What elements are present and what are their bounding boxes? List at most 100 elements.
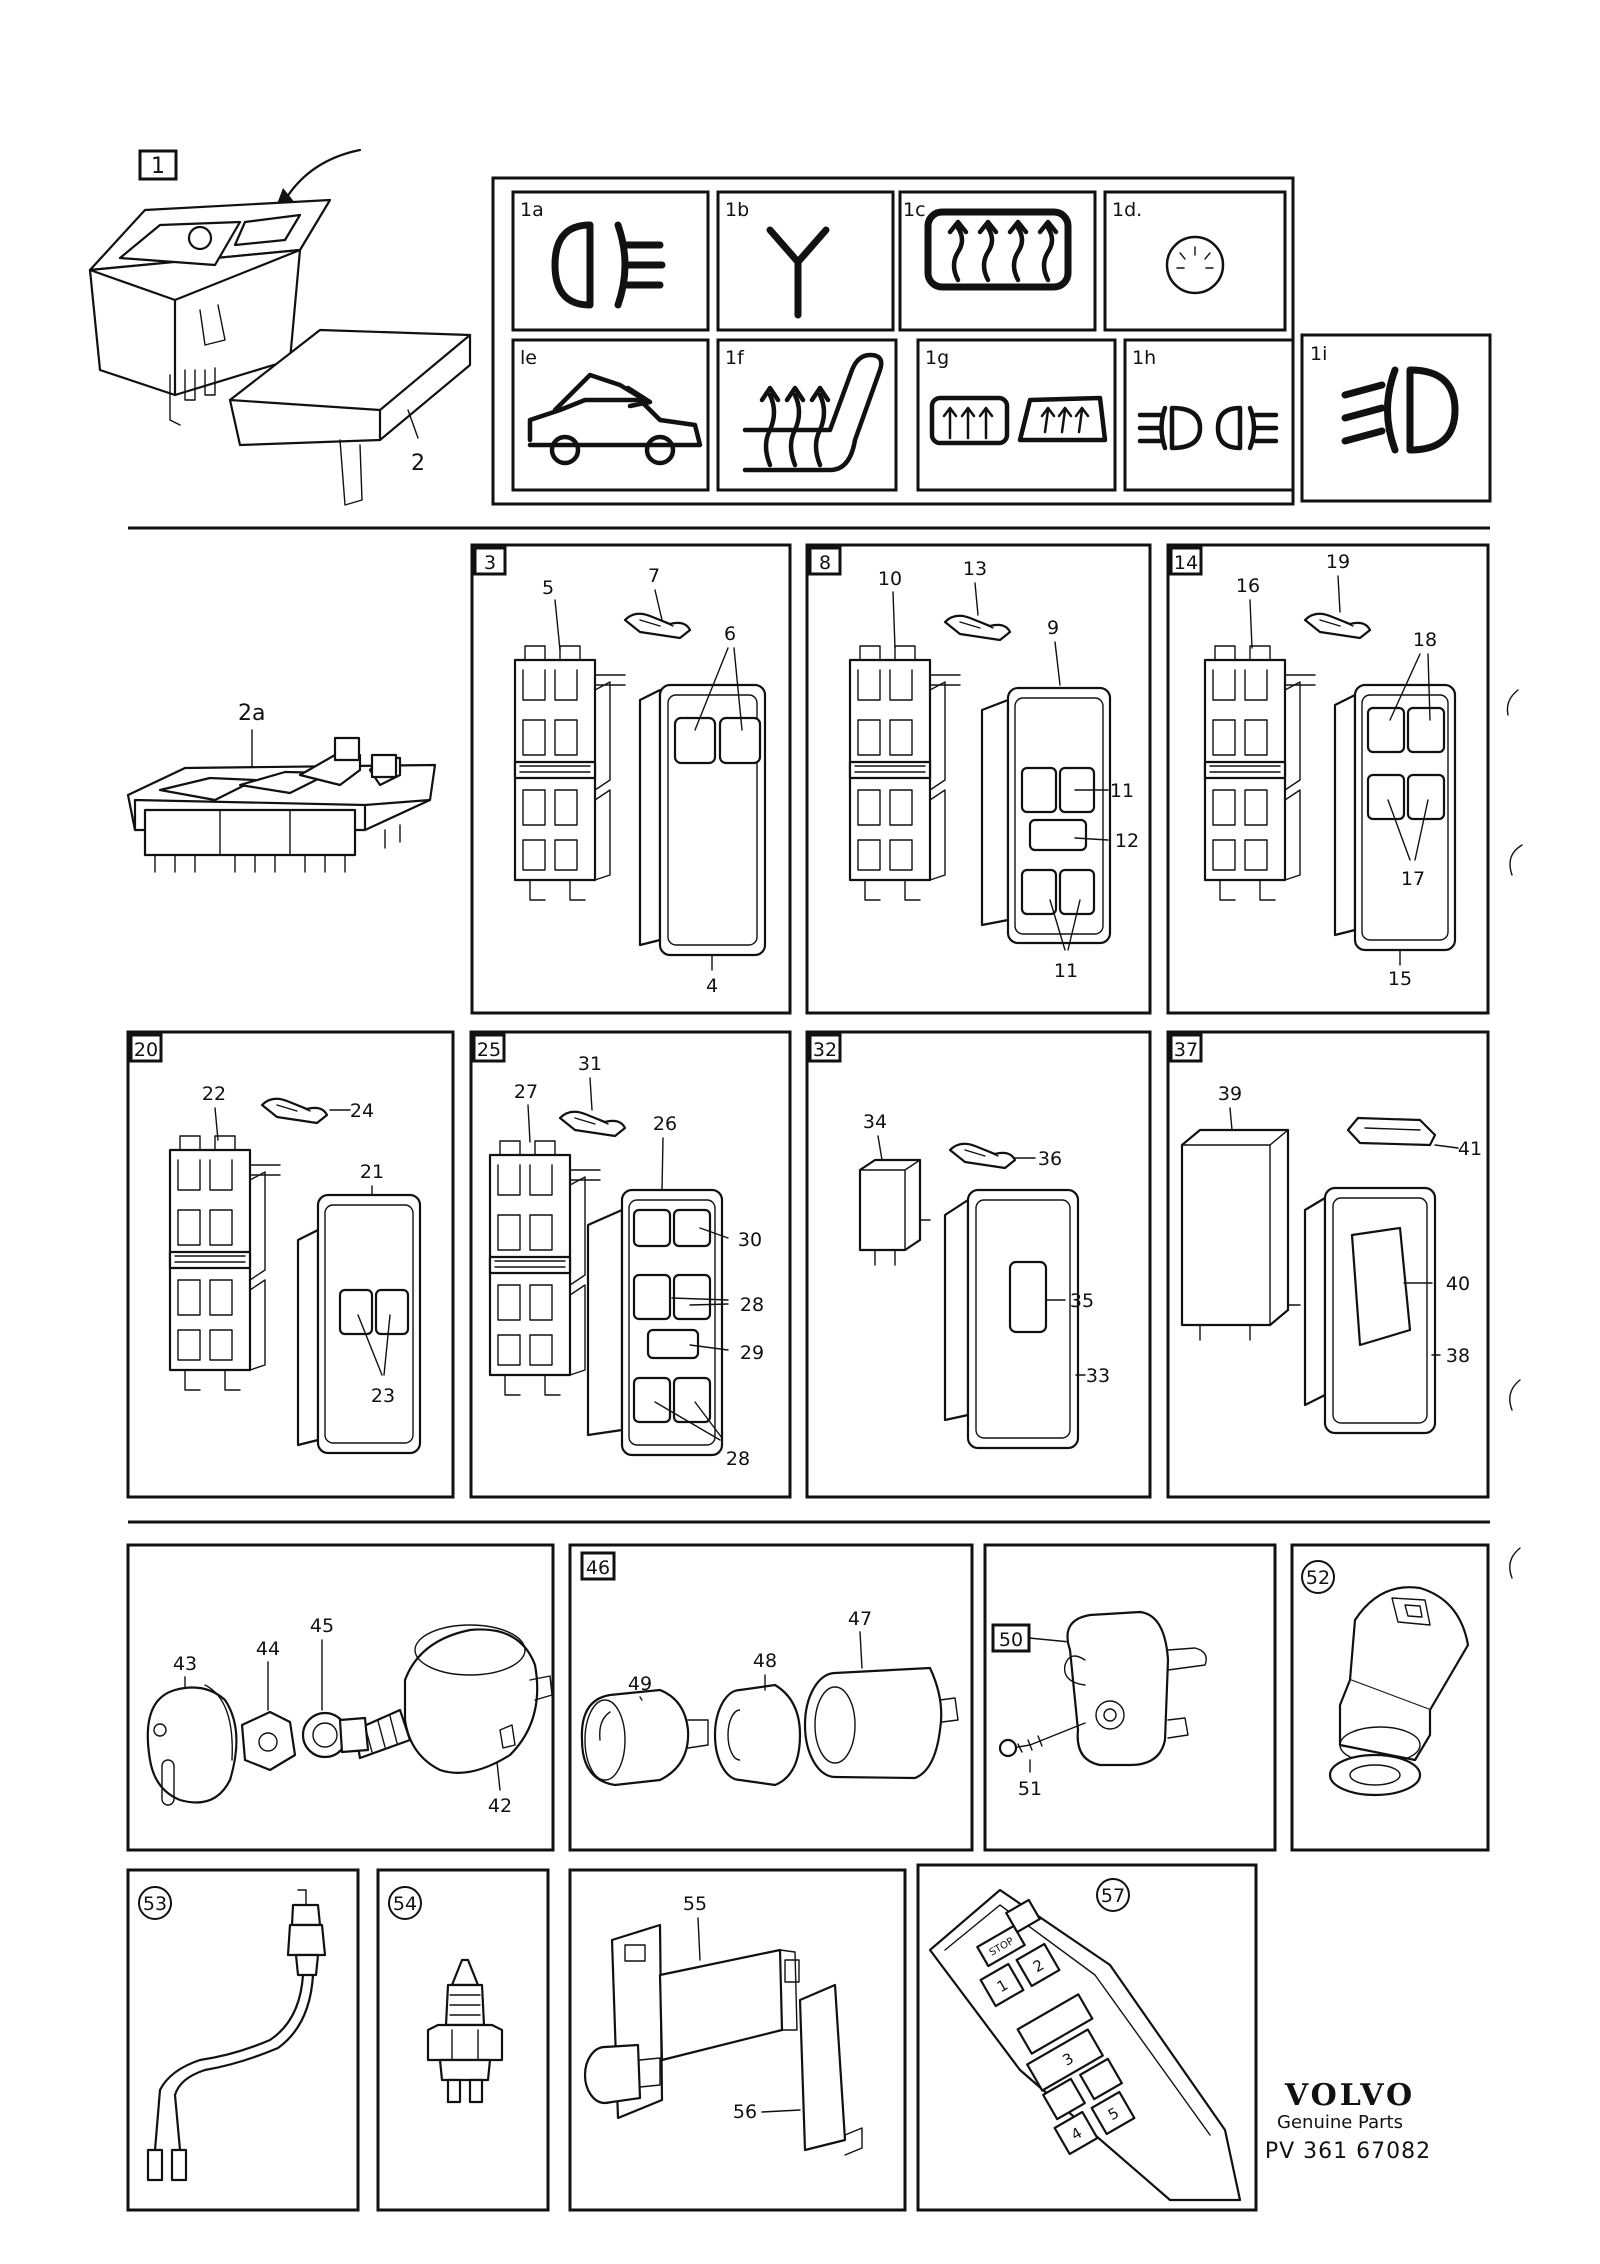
callout-1: 1 [151, 154, 165, 179]
callout-8: 8 [819, 552, 831, 574]
part-2-cover: 2 [228, 328, 472, 506]
panel-55-switch: 55 56 [568, 1868, 907, 2212]
callout-48: 48 [753, 1650, 777, 1672]
panel-54-frame [376, 1868, 550, 2212]
antenna-icon [766, 226, 830, 319]
callout-1h: 1h [1132, 347, 1156, 369]
callout-42: 42 [488, 1795, 512, 1817]
callout-57: 57 [1101, 1885, 1125, 1907]
callout-34: 34 [863, 1111, 887, 1133]
callout-13: 13 [963, 558, 987, 580]
callout-3: 3 [484, 552, 496, 574]
callout-29: 29 [740, 1342, 764, 1364]
callout-46: 46 [586, 1557, 610, 1579]
callout-35: 35 [1070, 1290, 1094, 1312]
callout-47: 47 [848, 1608, 872, 1630]
interior-light-icon [1165, 235, 1225, 295]
panel-knob-assembly: 43 44 45 42 [126, 1543, 555, 1852]
front-fog-light-icon [1341, 366, 1459, 454]
symbol-grid: 1a 1b 1c 1d. le 1f 1g 1h 1i [491, 176, 1492, 506]
panel-50-frame [983, 1543, 1277, 1852]
callout-1e: le [520, 347, 537, 369]
callout-52: 52 [1306, 1567, 1330, 1589]
panel-52-knob: 52 [1290, 1543, 1490, 1852]
callout-44: 44 [256, 1638, 280, 1660]
callout-10: 10 [878, 568, 902, 590]
panel-46-lighter: 46 49 48 47 [568, 1543, 974, 1852]
knob-panel-frame [126, 1543, 555, 1852]
callout-51: 51 [1018, 1778, 1042, 1800]
panel-37-frame [1166, 1030, 1490, 1499]
callout-22: 22 [202, 1083, 226, 1105]
callout-17: 17 [1401, 868, 1425, 890]
panel-55-frame [568, 1868, 907, 2212]
callout-54: 54 [393, 1893, 417, 1915]
callout-53: 53 [143, 1893, 167, 1915]
panel-14: 14 16 19 18 17 15 [1166, 543, 1490, 1015]
panel-57-keypad: 57 STOP 1 2 3 4 5 [916, 1863, 1258, 2212]
callout-28-top: 28 [740, 1294, 764, 1316]
panel-3-frame [470, 543, 792, 1015]
callout-24: 24 [350, 1100, 374, 1122]
part-2a-switch-panel: 2a [126, 701, 437, 873]
callout-45: 45 [310, 1615, 334, 1637]
volvo-logo: VOLVO [1284, 2078, 1415, 2113]
convertible-roof-icon [527, 372, 703, 466]
callout-37: 37 [1174, 1039, 1198, 1061]
panel-53-sensor: 53 [126, 1868, 360, 2212]
brand-block: VOLVO Genuine Parts PV 361 67082 [1265, 2078, 1430, 2164]
callout-14: 14 [1174, 552, 1198, 574]
callout-4: 4 [706, 975, 718, 997]
callout-1i: 1i [1310, 343, 1327, 365]
callout-1d: 1d. [1112, 199, 1142, 221]
callout-11-top: 11 [1110, 780, 1134, 802]
panel-8-frame [805, 543, 1152, 1015]
panel-3: 3 5 7 6 4 [470, 543, 792, 1015]
panel-53-frame [126, 1868, 360, 2212]
callout-28-bottom: 28 [726, 1448, 750, 1470]
callout-1a: 1a [520, 199, 544, 221]
panel-57-frame [916, 1863, 1258, 2212]
callout-30: 30 [738, 1229, 762, 1251]
panel-46-frame [568, 1543, 974, 1852]
panel-14-frame [1166, 543, 1490, 1015]
callout-21: 21 [360, 1161, 384, 1183]
binder-marks [1506, 689, 1523, 1579]
callout-31: 31 [578, 1053, 602, 1075]
panel-20: 20 22 24 21 23 [126, 1030, 455, 1499]
callout-12: 12 [1115, 830, 1139, 852]
panel-50-door-switch: 50 51 [983, 1543, 1277, 1852]
callout-1f: 1f [725, 347, 745, 369]
callout-1b: 1b [725, 199, 749, 221]
genuine-parts-text: Genuine Parts [1277, 2112, 1403, 2133]
callout-36: 36 [1038, 1148, 1062, 1170]
callout-1g: 1g [925, 347, 949, 369]
callout-16: 16 [1236, 575, 1260, 597]
keypad-buttons: STOP 1 2 3 4 5 [976, 1898, 1136, 2156]
callout-2a: 2a [238, 701, 265, 726]
callout-40: 40 [1446, 1273, 1470, 1295]
callout-43: 43 [173, 1653, 197, 1675]
panel-32-frame [805, 1030, 1152, 1499]
callout-15: 15 [1388, 968, 1412, 990]
panel-32: 32 34 36 35 33 [805, 1030, 1152, 1499]
panel-54-brake-switch: 54 [376, 1868, 550, 2212]
callout-23: 23 [371, 1385, 395, 1407]
callout-32: 32 [813, 1039, 837, 1061]
callout-27: 27 [514, 1081, 538, 1103]
callout-56: 56 [733, 2101, 757, 2123]
callout-41: 41 [1458, 1138, 1482, 1160]
callout-50: 50 [999, 1629, 1023, 1651]
callout-25: 25 [477, 1039, 501, 1061]
callout-6: 6 [724, 623, 736, 645]
callout-1c: 1c [903, 199, 926, 221]
callout-26: 26 [653, 1113, 677, 1135]
callout-38: 38 [1446, 1345, 1470, 1367]
panel-8: 8 10 13 9 11 12 11 [805, 543, 1152, 1015]
part-1-rocker-switch: 1 [88, 148, 362, 426]
callout-7: 7 [648, 565, 660, 587]
callout-9: 9 [1047, 617, 1059, 639]
rear-defroster-icon [924, 208, 1072, 291]
callout-box-1 [138, 149, 178, 181]
